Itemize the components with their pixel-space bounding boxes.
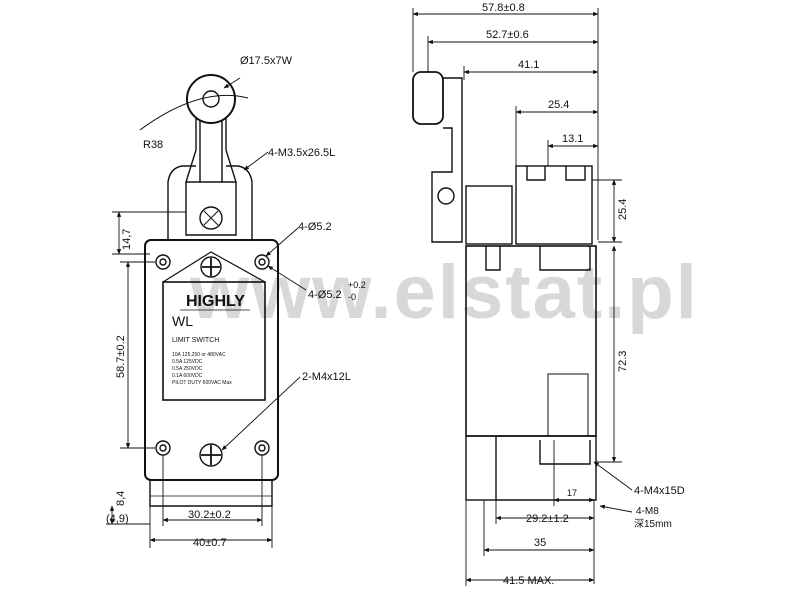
dim-29-2: 29.2±1.2 (526, 513, 569, 525)
dim-25-4-right: 25.4 (617, 199, 629, 220)
rating-line: 0.1A 600VDC (172, 373, 203, 379)
depth-label: 深15mm (634, 518, 672, 530)
dim-13-1: 13.1 (562, 133, 583, 145)
dim-41-1: 41.1 (518, 59, 539, 71)
dim-height: 58.7±0.2 (115, 335, 127, 378)
m8-label: 4-M8 (636, 506, 659, 517)
rating-line: 0.5A 125VDC (172, 359, 203, 365)
nameplate-model: WL (172, 313, 193, 329)
switch-body (144, 239, 279, 481)
radius-label: R38 (143, 139, 163, 151)
hole-label-top: 4-Ø5.2 (298, 221, 332, 233)
dim-40: 40±0.7 (193, 537, 227, 549)
hole-label-bottom: 4-Ø5.2 (308, 289, 342, 301)
side-dimensions (412, 8, 633, 586)
roller-size-label: Ø17.5x7W (240, 55, 293, 67)
dim-8-4: 8,4 (115, 491, 127, 506)
lever-arm (185, 118, 237, 236)
dim-30-2: 30.2±0.2 (188, 509, 231, 521)
thread-label: 4-M4x15D (634, 485, 685, 497)
cover-screw-top (200, 256, 222, 278)
dim-41-5: 41.5 MAX. (503, 575, 554, 587)
tolerance-plus: +0.2 (348, 280, 366, 290)
nameplate-brand: HIGHLY (186, 293, 245, 310)
dim-57-8: 57.8±0.8 (482, 2, 525, 14)
dim-72-3: 72.3 (617, 351, 629, 372)
top-screw-label: 4-M3.5x26.5L (268, 147, 335, 159)
radius-arc (139, 94, 249, 131)
roller (186, 74, 236, 124)
rating-line: 0.5A 250VDC (172, 366, 203, 372)
front-dimensions (106, 77, 307, 548)
rating-line: 10A 125,250 or 480VAC (172, 352, 226, 358)
dim-4-9: (4,9) (106, 513, 129, 525)
side-view-body (412, 71, 597, 501)
dim-35: 35 (534, 537, 546, 549)
nameplate-type: LIMIT SWITCH (172, 337, 219, 344)
tolerance-zero: -0 (348, 292, 356, 302)
dim-14-7: 14,7 (121, 229, 133, 250)
dim-17: 17 (567, 488, 577, 498)
conduit-base (149, 480, 273, 507)
bottom-screw-label: 2-M4x12L (302, 371, 351, 383)
dim-25-4-top: 25.4 (548, 99, 569, 111)
rating-line: PILOT DUTY 600VAC Max (172, 380, 232, 386)
dim-52-7: 52.7±0.6 (486, 29, 529, 41)
switch-head (167, 165, 253, 240)
cover-screw-bottom (199, 443, 223, 467)
